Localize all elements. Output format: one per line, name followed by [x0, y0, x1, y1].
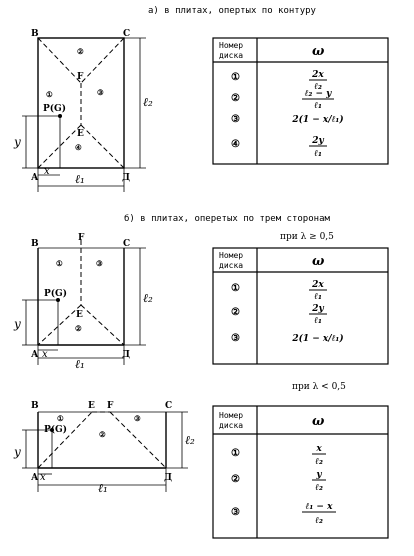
dim-x-c: x — [40, 472, 46, 483]
table-b-grid — [212, 247, 389, 365]
table-a-header-line2: диска — [219, 51, 243, 60]
point-f-label-c: F — [107, 401, 114, 411]
point-b-label-c: В — [31, 401, 39, 411]
dim-l1-a: ℓ₁ — [75, 172, 85, 186]
table-c-row2-disk: ② — [231, 474, 240, 485]
disk-3-label-b: ③ — [96, 259, 103, 268]
table-c-row2-den: ℓ₂ — [315, 483, 323, 493]
table-b-row1-den: ℓ₁ — [314, 292, 322, 302]
point-d-label-c: Д — [164, 473, 172, 483]
condition-lambda-ge: при λ ≥ 0,5 — [280, 232, 334, 242]
table-b-header-omega: ω — [312, 254, 325, 269]
table-c-row1-den: ℓ₂ — [315, 457, 323, 467]
disk-2-label-a: ② — [77, 47, 84, 56]
table-a-row3-formula: 2(1 − x/ℓ₁) — [291, 114, 343, 125]
point-p-label-b: Р(G) — [44, 288, 67, 299]
table-a-grid — [212, 37, 389, 165]
dim-l1-b: ℓ₁ — [75, 357, 85, 371]
table-a-row4-disk: ④ — [231, 139, 240, 150]
table-b-row2-disk: ② — [231, 307, 240, 318]
table-c-grid — [212, 405, 389, 539]
dim-l1-c: ℓ₁ — [98, 481, 108, 495]
table-b-row3-formula: 2(1 − x/ℓ₁) — [291, 333, 343, 344]
point-e-label-a: Е — [77, 129, 84, 139]
point-f-label-b: F — [78, 233, 85, 243]
dim-l2-b: ℓ₂ — [143, 291, 153, 305]
point-f-label-a: F — [77, 72, 84, 82]
point-p-label-c: Р(G) — [44, 424, 67, 435]
dim-y-c: y — [13, 445, 21, 459]
dim-l2-a: ℓ₂ — [143, 95, 153, 109]
disk-1-label-a: ① — [46, 90, 53, 99]
point-a-label-c: А — [31, 473, 39, 483]
table-c-row1-num: x — [315, 444, 322, 454]
table-a-row2-disk: ② — [231, 93, 240, 104]
table-a-row3-disk: ③ — [231, 114, 240, 125]
point-a-label-b: А — [31, 350, 39, 360]
table-a-row1-num: 2x — [311, 70, 324, 80]
table-b-row1-disk: ① — [231, 283, 240, 294]
table-b-row3-disk: ③ — [231, 333, 240, 344]
heading-b: б) в плитах, оперетых по трем сторонам — [124, 214, 330, 224]
table-a-header-omega: ω — [312, 44, 325, 59]
table-b-row1-num: 2x — [311, 280, 324, 290]
slab-diagram-c — [22, 411, 188, 492]
table-c-header-line2: диска — [219, 421, 243, 430]
point-p-b — [56, 298, 60, 302]
point-c-label-a: С — [123, 29, 130, 39]
table-a-header-line1: Номер — [219, 41, 243, 50]
point-c-label-b: С — [123, 239, 130, 249]
table-c-row3-num: ℓ₁ − x — [306, 502, 334, 512]
table-a-row2-num: ℓ₂ − y — [305, 89, 333, 99]
table-b-row2-den: ℓ₁ — [314, 316, 322, 326]
point-p-c — [50, 428, 54, 432]
disk-4-label-a: ④ — [75, 143, 82, 152]
point-p-label-a: Р(G) — [43, 103, 66, 114]
table-b-header-line2: диска — [219, 261, 243, 270]
table-a-row2-den: ℓ₁ — [314, 101, 322, 111]
disk-3-label-c: ③ — [134, 414, 141, 423]
dim-y-b: y — [13, 317, 21, 331]
table-c-row3-den: ℓ₂ — [315, 516, 323, 526]
point-e-label-b: Е — [76, 310, 83, 320]
point-d-label-b: Д — [122, 350, 130, 360]
dim-x-b: x — [42, 349, 48, 360]
table-c-header-omega: ω — [312, 414, 325, 429]
table-a-row4-den: ℓ₁ — [314, 149, 322, 159]
point-d-label-a: Д — [122, 173, 130, 183]
point-e-label-c: Е — [88, 401, 95, 411]
point-p-a — [58, 114, 62, 118]
condition-lambda-lt: при λ < 0,5 — [292, 382, 346, 392]
slab-diagram-b — [22, 240, 146, 365]
slab-diagram-a — [22, 37, 146, 192]
heading-a: а) в плитах, опертых по контуру — [148, 6, 316, 16]
dim-l2-c: ℓ₂ — [185, 433, 195, 447]
table-c-row1-disk: ① — [231, 448, 240, 459]
table-a-row1-disk: ① — [231, 72, 240, 83]
point-a-label-a: А — [31, 173, 39, 183]
disk-1-label-c: ① — [57, 414, 64, 423]
disk-1-label-b: ① — [56, 259, 63, 268]
disk-2-label-b: ② — [75, 324, 82, 333]
table-b-header-line1: Номер — [219, 251, 243, 260]
dim-y-a: y — [13, 135, 21, 149]
point-b-label-b: В — [31, 239, 39, 249]
disk-2-label-c: ② — [99, 430, 106, 439]
table-a-row1-den: ℓ₂ — [314, 82, 322, 92]
table-a-row4-num: 2y — [311, 136, 324, 146]
table-c-header-line1: Номер — [219, 411, 243, 420]
table-c-row2-num: y — [315, 470, 322, 480]
point-c-label-c: С — [165, 401, 172, 411]
table-b-row2-num: 2y — [311, 304, 324, 314]
point-b-label-a: В — [31, 29, 39, 39]
dim-x-a: x — [44, 166, 50, 177]
table-c-row3-disk: ③ — [231, 507, 240, 518]
disk-3-label-a: ③ — [97, 88, 104, 97]
